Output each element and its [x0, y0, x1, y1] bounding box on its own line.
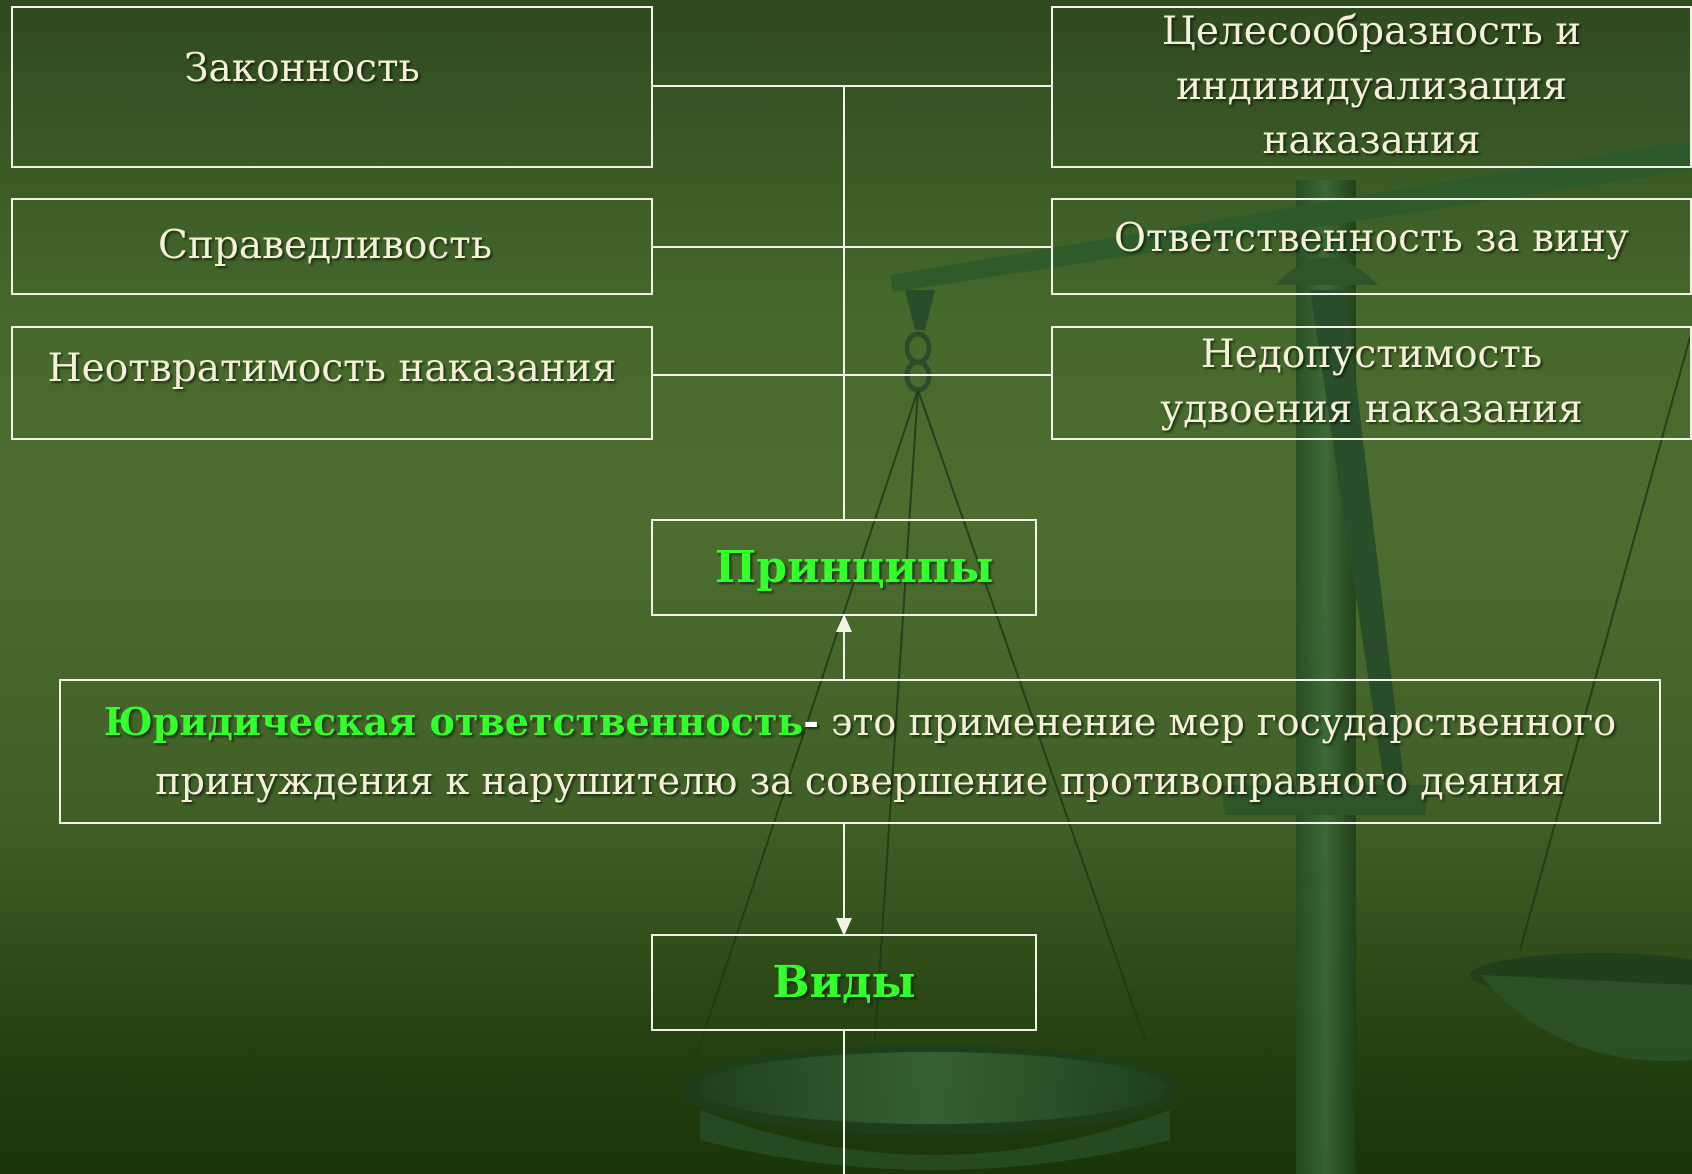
types-heading: Виды: [772, 956, 916, 1008]
principle-label: Законность: [184, 46, 420, 91]
types-heading-box: Виды: [651, 934, 1037, 1031]
connector-line: [652, 246, 1053, 248]
connector-line: [843, 85, 845, 520]
connector-line: [652, 85, 1053, 87]
arrow-up-icon: [836, 614, 852, 632]
arrow-down-icon: [836, 918, 852, 936]
arrow-up-line: [843, 628, 845, 680]
definition-term: Юридическая ответственность: [103, 698, 804, 744]
principle-box: Справедливость: [11, 198, 653, 295]
principle-label: Неотвратимость наказания: [47, 346, 617, 391]
principle-box: Неотвратимость наказания: [11, 326, 653, 440]
principles-heading-box: Принципы: [651, 519, 1037, 616]
principle-box: Ответственность за вину: [1051, 198, 1692, 295]
principle-box: Законность: [11, 6, 653, 168]
connector-line: [843, 1031, 845, 1174]
definition-box: Юридическая ответственность- это примене…: [59, 679, 1661, 824]
principle-label: Справедливость: [158, 223, 492, 269]
principle-box: Целесообразность и индивидуализация нака…: [1051, 6, 1692, 168]
definition-text: Юридическая ответственность- это примене…: [101, 693, 1619, 811]
principle-label: Недопустимость удвоения наказания: [1160, 332, 1583, 432]
arrow-down-line: [843, 822, 845, 922]
principle-box: Недопустимость удвоения наказания: [1051, 326, 1692, 440]
connector-line: [652, 374, 1053, 376]
principle-label: Ответственность за вину: [1114, 216, 1629, 261]
principles-heading: Принципы: [714, 541, 994, 593]
definition-body: это применение мер государственного прин…: [155, 699, 1617, 803]
definition-dash: -: [803, 698, 819, 744]
principle-label: Целесообразность и индивидуализация нака…: [1161, 9, 1582, 164]
